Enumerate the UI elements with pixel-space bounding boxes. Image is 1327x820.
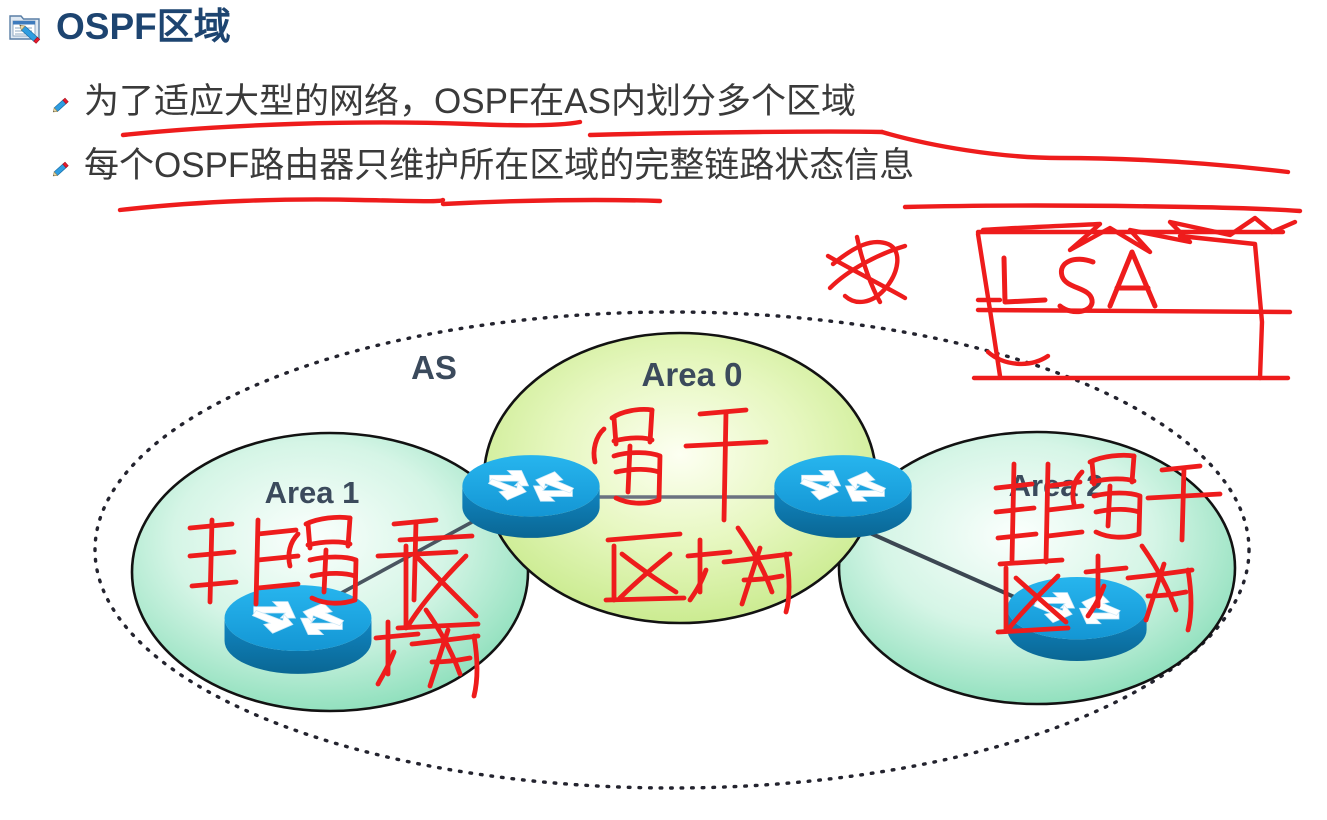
area-0-label: Area 0 [642, 356, 743, 393]
ink-zigzag [980, 215, 1298, 255]
link-abr-right-to-area2 [844, 520, 1031, 606]
pencil-bullet-icon [50, 146, 72, 180]
area-1-label: Area 1 [265, 475, 360, 510]
as-label: AS [411, 349, 457, 386]
pencil-bullet-icon [50, 82, 72, 116]
ink-scribble-star [825, 234, 908, 305]
ink-underline-5 [902, 203, 1303, 214]
router-abr-right [774, 454, 912, 539]
page-title: OSPF区域 [56, 6, 231, 47]
network-topology-diagram: AS Area 0 Area 1 Area 2 [0, 300, 1327, 820]
router-area-1 [224, 584, 372, 675]
ink-underline-1 [120, 119, 583, 138]
slide-title-row: OSPF区域 [8, 8, 231, 45]
ink-underline-3 [117, 197, 446, 213]
bullet-item-1: 每个OSPF路由器只维护所在区域的完整链路状态信息 [50, 146, 914, 186]
as-boundary-ellipse [93, 310, 1251, 790]
folder-pencil-icon [8, 10, 42, 44]
bullet-item-0: 为了适应大型的网络，OSPF在AS内划分多个区域 [50, 82, 856, 122]
router-abr-left [462, 454, 600, 539]
ink-underline-2 [587, 129, 885, 138]
bullet-text-0: 为了适应大型的网络，OSPF在AS内划分多个区域 [84, 82, 856, 121]
router-area-2 [1007, 576, 1147, 662]
area-2-label: Area 2 [1009, 468, 1104, 503]
bullet-text-1: 每个OSPF路由器只维护所在区域的完整链路状态信息 [84, 146, 915, 185]
ink-sweep-1 [879, 129, 1291, 175]
ink-underline-4 [440, 197, 663, 207]
